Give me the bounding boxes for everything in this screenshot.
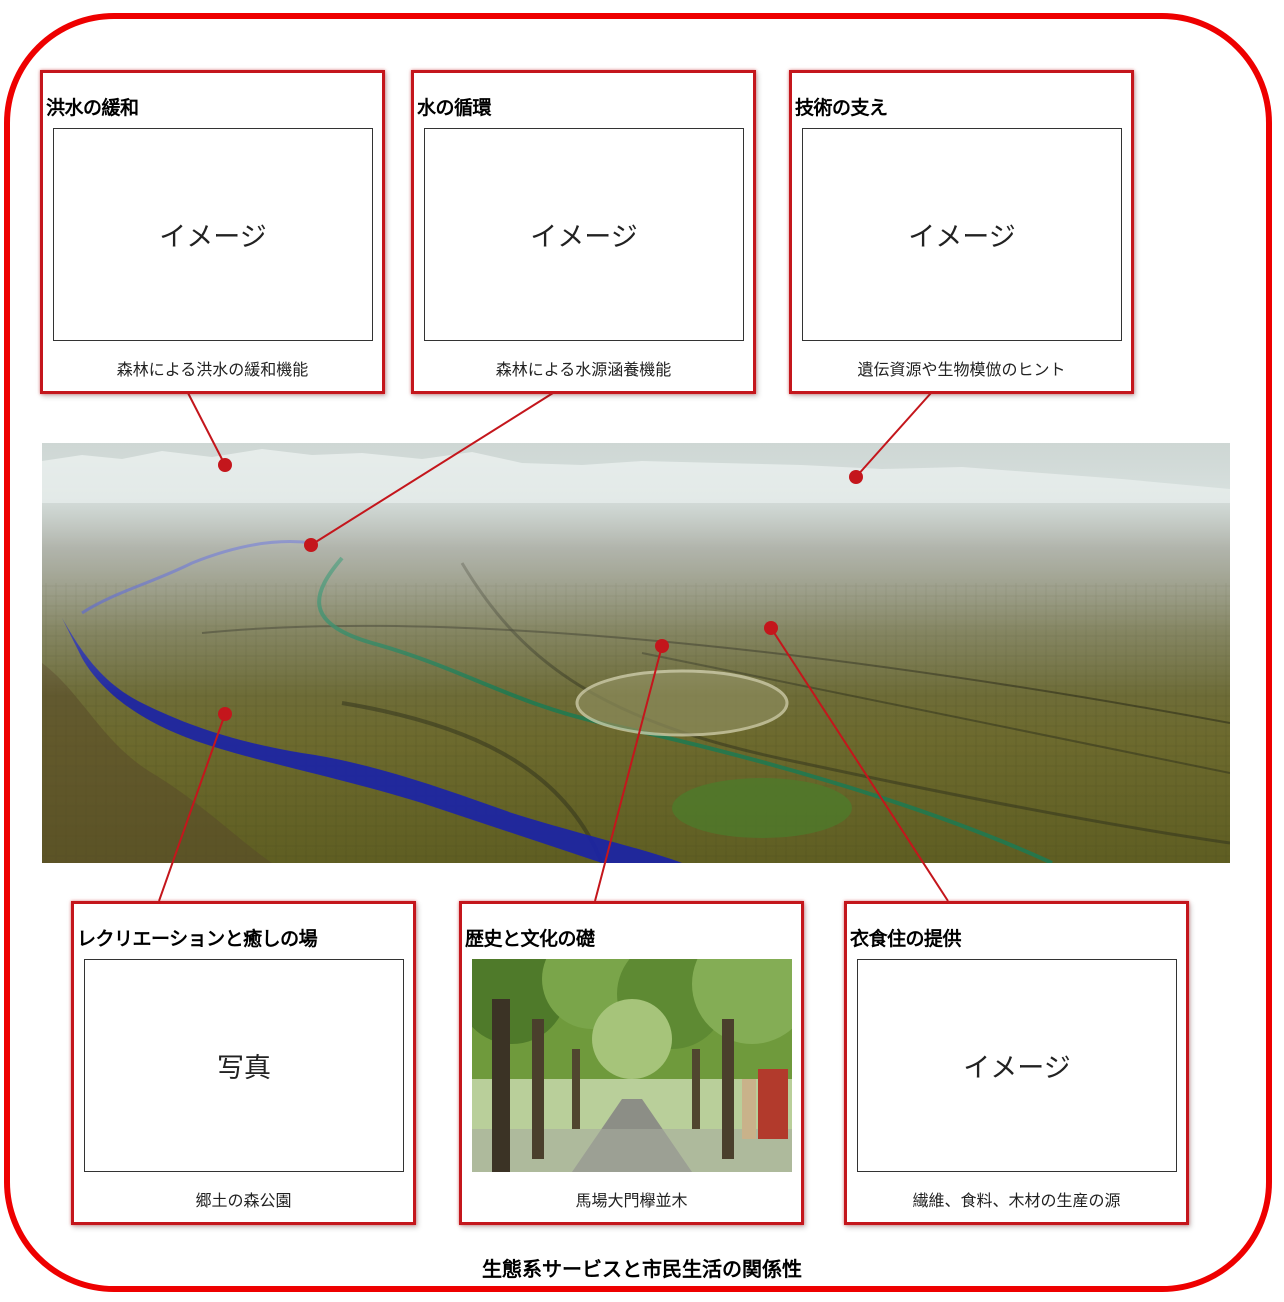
card-title: 技術の支え [795,97,888,119]
card-clothing-food-housing: 衣食住の提供 イメージ 繊維、食料、木材の生産の源 [844,901,1189,1225]
aerial-panorama-image [42,443,1230,863]
connector-dot [304,538,318,552]
tree-avenue-icon [472,959,792,1172]
connector-dot [218,707,232,721]
diagram-title: 生態系サービスと市民生活の関係性 [482,1257,802,1281]
card-title: 洪水の緩和 [46,97,139,119]
card-title: 衣食住の提供 [850,928,962,950]
connector-dot [764,621,778,635]
card-title: 歴史と文化の礎 [465,928,595,950]
card-caption: 森林による水源涵養機能 [495,360,672,379]
card-recreation: レクリエーションと癒しの場 写真 郷土の森公園 [71,901,416,1225]
image-placeholder: イメージ [424,128,744,341]
card-history-culture: 歴史と文化の礎 馬場大門欅並木 [459,901,804,1225]
image-placeholder: イメージ [857,959,1177,1172]
image-placeholder: イメージ [802,128,1122,341]
outer-frame [4,13,1272,1292]
card-caption: 馬場大門欅並木 [575,1191,688,1210]
aerial-city-landscape-icon [42,443,1230,863]
connector-dot [655,639,669,653]
card-caption: 郷土の森公園 [195,1191,292,1210]
connector-dot [849,470,863,484]
card-flood-mitigation: 洪水の緩和 イメージ 森林による洪水の緩和機能 [40,70,385,394]
connector-dot [218,458,232,472]
card-caption: 遺伝資源や生物模倣のヒント [857,360,1066,379]
photo-placeholder: 写真 [84,959,404,1172]
card-caption: 繊維、食料、木材の生産の源 [912,1191,1121,1210]
card-caption: 森林による洪水の緩和機能 [116,360,309,379]
card-title: 水の循環 [417,97,492,119]
card-title: レクリエーションと癒しの場 [77,928,318,950]
card-technology-support: 技術の支え イメージ 遺伝資源や生物模倣のヒント [789,70,1134,394]
image-placeholder: イメージ [53,128,373,341]
card-water-cycle: 水の循環 イメージ 森林による水源涵養機能 [411,70,756,394]
tree-lined-avenue-photo [472,959,792,1172]
